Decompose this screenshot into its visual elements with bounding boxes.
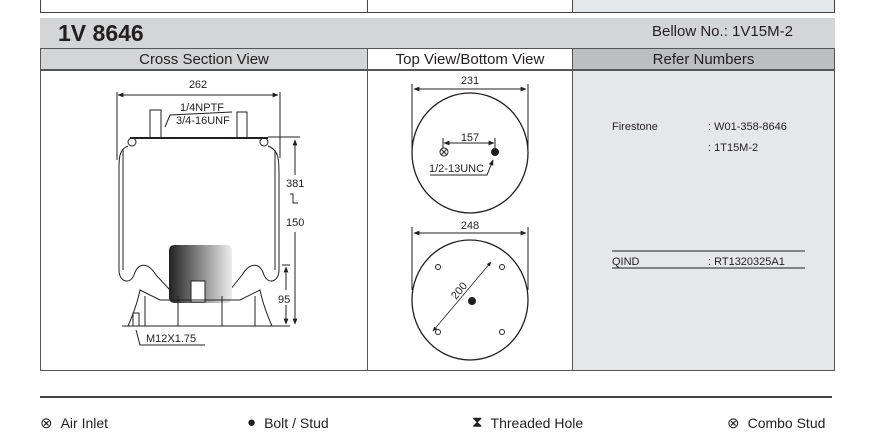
bottom-thread-label: M12X1.75 — [146, 333, 196, 345]
bellow-number: Bellow No.: 1V15M-2 — [652, 23, 793, 40]
max-height-dim: 381 — [286, 178, 304, 190]
refer-number: : W01-358-8646 — [708, 121, 787, 133]
legend-bolt-stud: ● Bolt / Stud — [247, 414, 329, 431]
thread2-label: 3/4-16UNF — [176, 115, 230, 127]
min-height-dim: 150 — [286, 217, 304, 229]
refer-brand: QIND — [612, 256, 640, 268]
threaded-hole-icon: ⧗ — [472, 414, 483, 431]
column-header-cross-section: Cross Section View — [40, 48, 368, 70]
legend-label: Threaded Hole — [490, 414, 584, 431]
width-dim: 262 — [189, 79, 207, 91]
previous-table-fragment — [40, 0, 835, 13]
bolt-stud-icon: ● — [247, 414, 257, 431]
column-header-top-bottom: Top View/Bottom View — [367, 48, 573, 70]
column-header-refer: Refer Numbers — [572, 48, 835, 70]
title-band — [40, 18, 835, 48]
refer-panel — [572, 70, 835, 371]
air-inlet-icon: ⊗ — [40, 415, 53, 432]
refer-brand: Firestone — [612, 121, 658, 133]
cross-section-panel — [40, 70, 368, 371]
model-number: 1V 8646 — [58, 20, 144, 46]
legend-label: Combo Stud — [747, 415, 826, 431]
piston-height-dim: 95 — [278, 294, 290, 306]
top-diameter-dim: 231 — [461, 75, 479, 87]
refer-number: : 1T15M-2 — [708, 142, 759, 154]
top-thread-label: 1/2-13UNC — [429, 163, 484, 175]
bottom-diameter-dim: 248 — [461, 220, 479, 232]
legend-combo-stud: ⊗ Combo Stud — [727, 414, 825, 432]
legend-air-inlet: ⊗ Air Inlet — [40, 414, 108, 432]
bottom-view-drawing — [411, 227, 529, 361]
top-view-drawing — [411, 84, 529, 214]
combo-stud-icon: ⊗ — [727, 415, 740, 432]
stud-spacing-dim: 157 — [461, 132, 479, 144]
thread1-label: 1/4NPTF — [180, 102, 224, 114]
legend-label: Air Inlet — [60, 415, 109, 431]
cross-section-drawing — [116, 92, 300, 346]
legend-threaded-hole: ⧗ Threaded Hole — [472, 414, 583, 431]
bolt-circle-dim: 200 — [449, 280, 470, 302]
refer-number: : RT1320325A1 — [708, 256, 785, 268]
legend-label: Bolt / Stud — [264, 414, 329, 431]
